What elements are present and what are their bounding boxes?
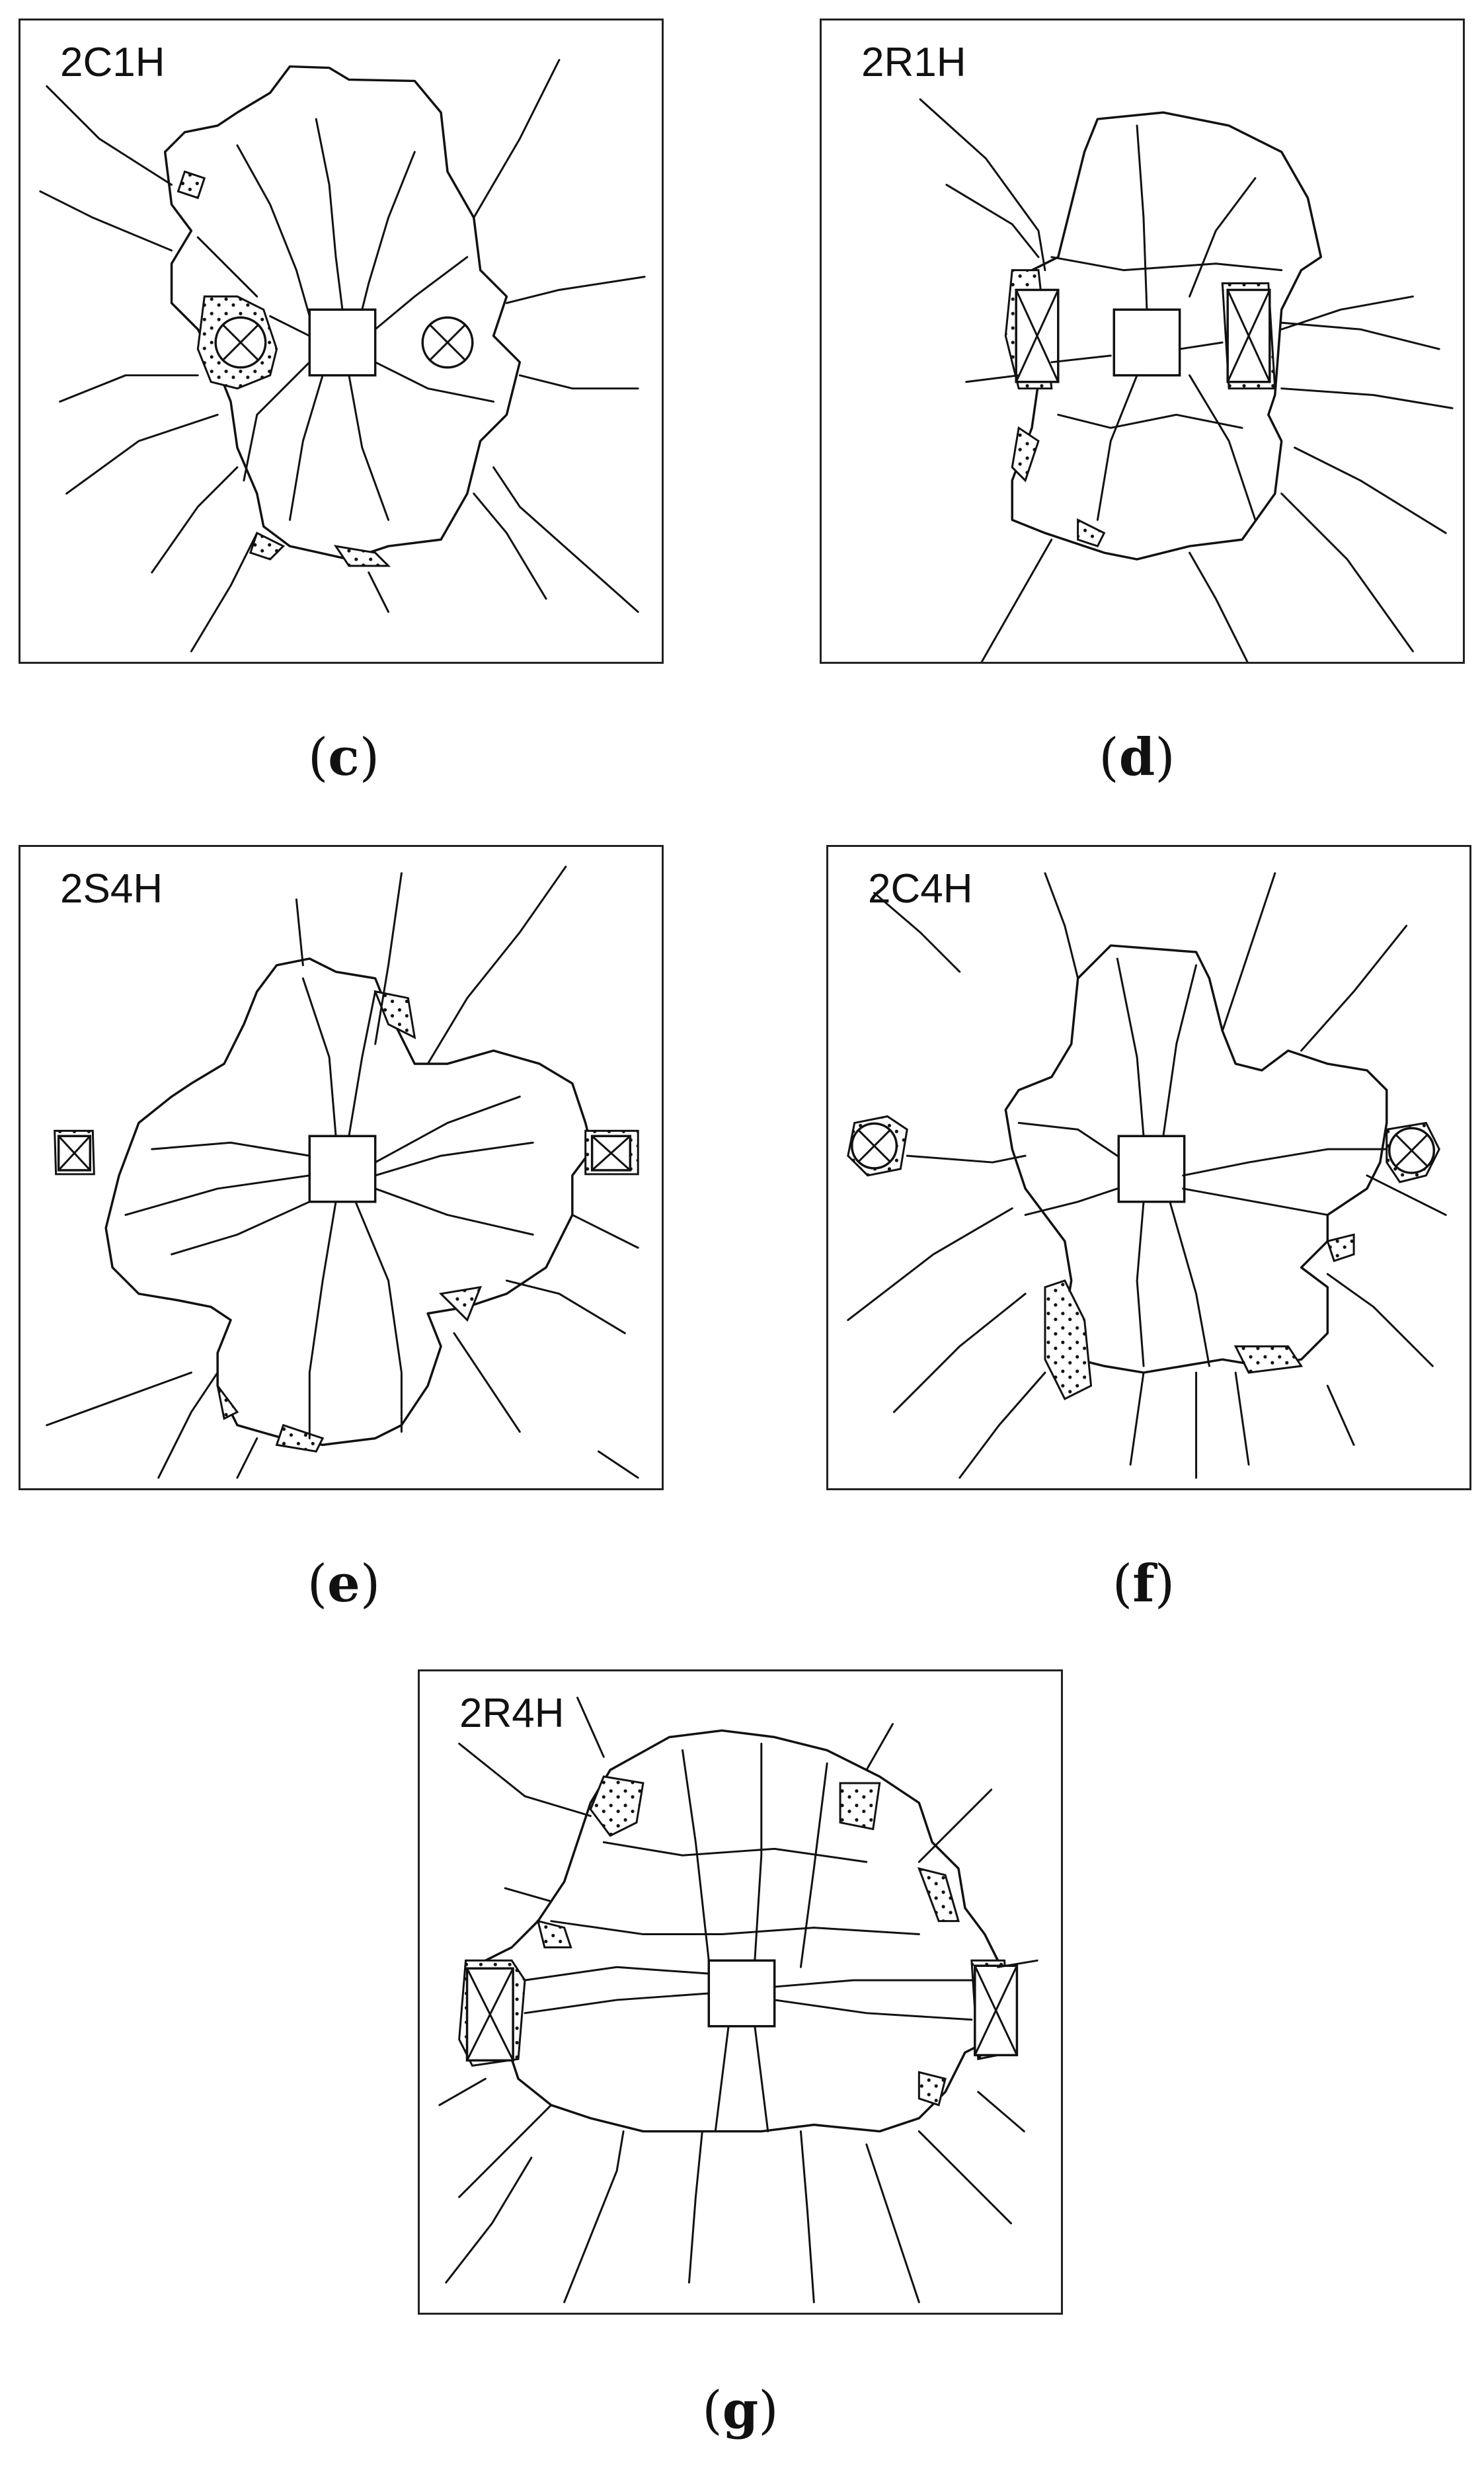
panel-2c4h: 2C4H xyxy=(826,845,1471,1490)
crack-pattern-2c4h xyxy=(847,872,1447,1479)
crack-pattern-2c1h xyxy=(39,59,646,653)
crack-pattern-2r4h xyxy=(438,1697,1038,2303)
panel-2r4h: 2R4H xyxy=(418,1669,1063,2315)
caption-e: (e) xyxy=(307,1554,381,1614)
panel-label: 2S4H xyxy=(60,866,163,912)
caption-f: (f) xyxy=(1112,1554,1175,1614)
caption-g: (g) xyxy=(702,2380,779,2440)
caption-d: (d) xyxy=(1099,727,1175,787)
panel-label: 2C4H xyxy=(868,866,973,912)
caption-c: (c) xyxy=(307,727,380,787)
crack-pattern-2s4h xyxy=(46,865,639,1479)
panel-2r1h: 2R1H xyxy=(820,19,1465,664)
panel-2s4h: 2S4H xyxy=(19,845,664,1490)
panel-label: 2R4H xyxy=(459,1691,565,1736)
panel-label: 2R1H xyxy=(861,40,966,85)
crack-pattern-2r1h xyxy=(919,98,1454,662)
panel-label: 2C1H xyxy=(60,40,165,85)
panel-2c1h: 2C1H xyxy=(19,19,664,664)
